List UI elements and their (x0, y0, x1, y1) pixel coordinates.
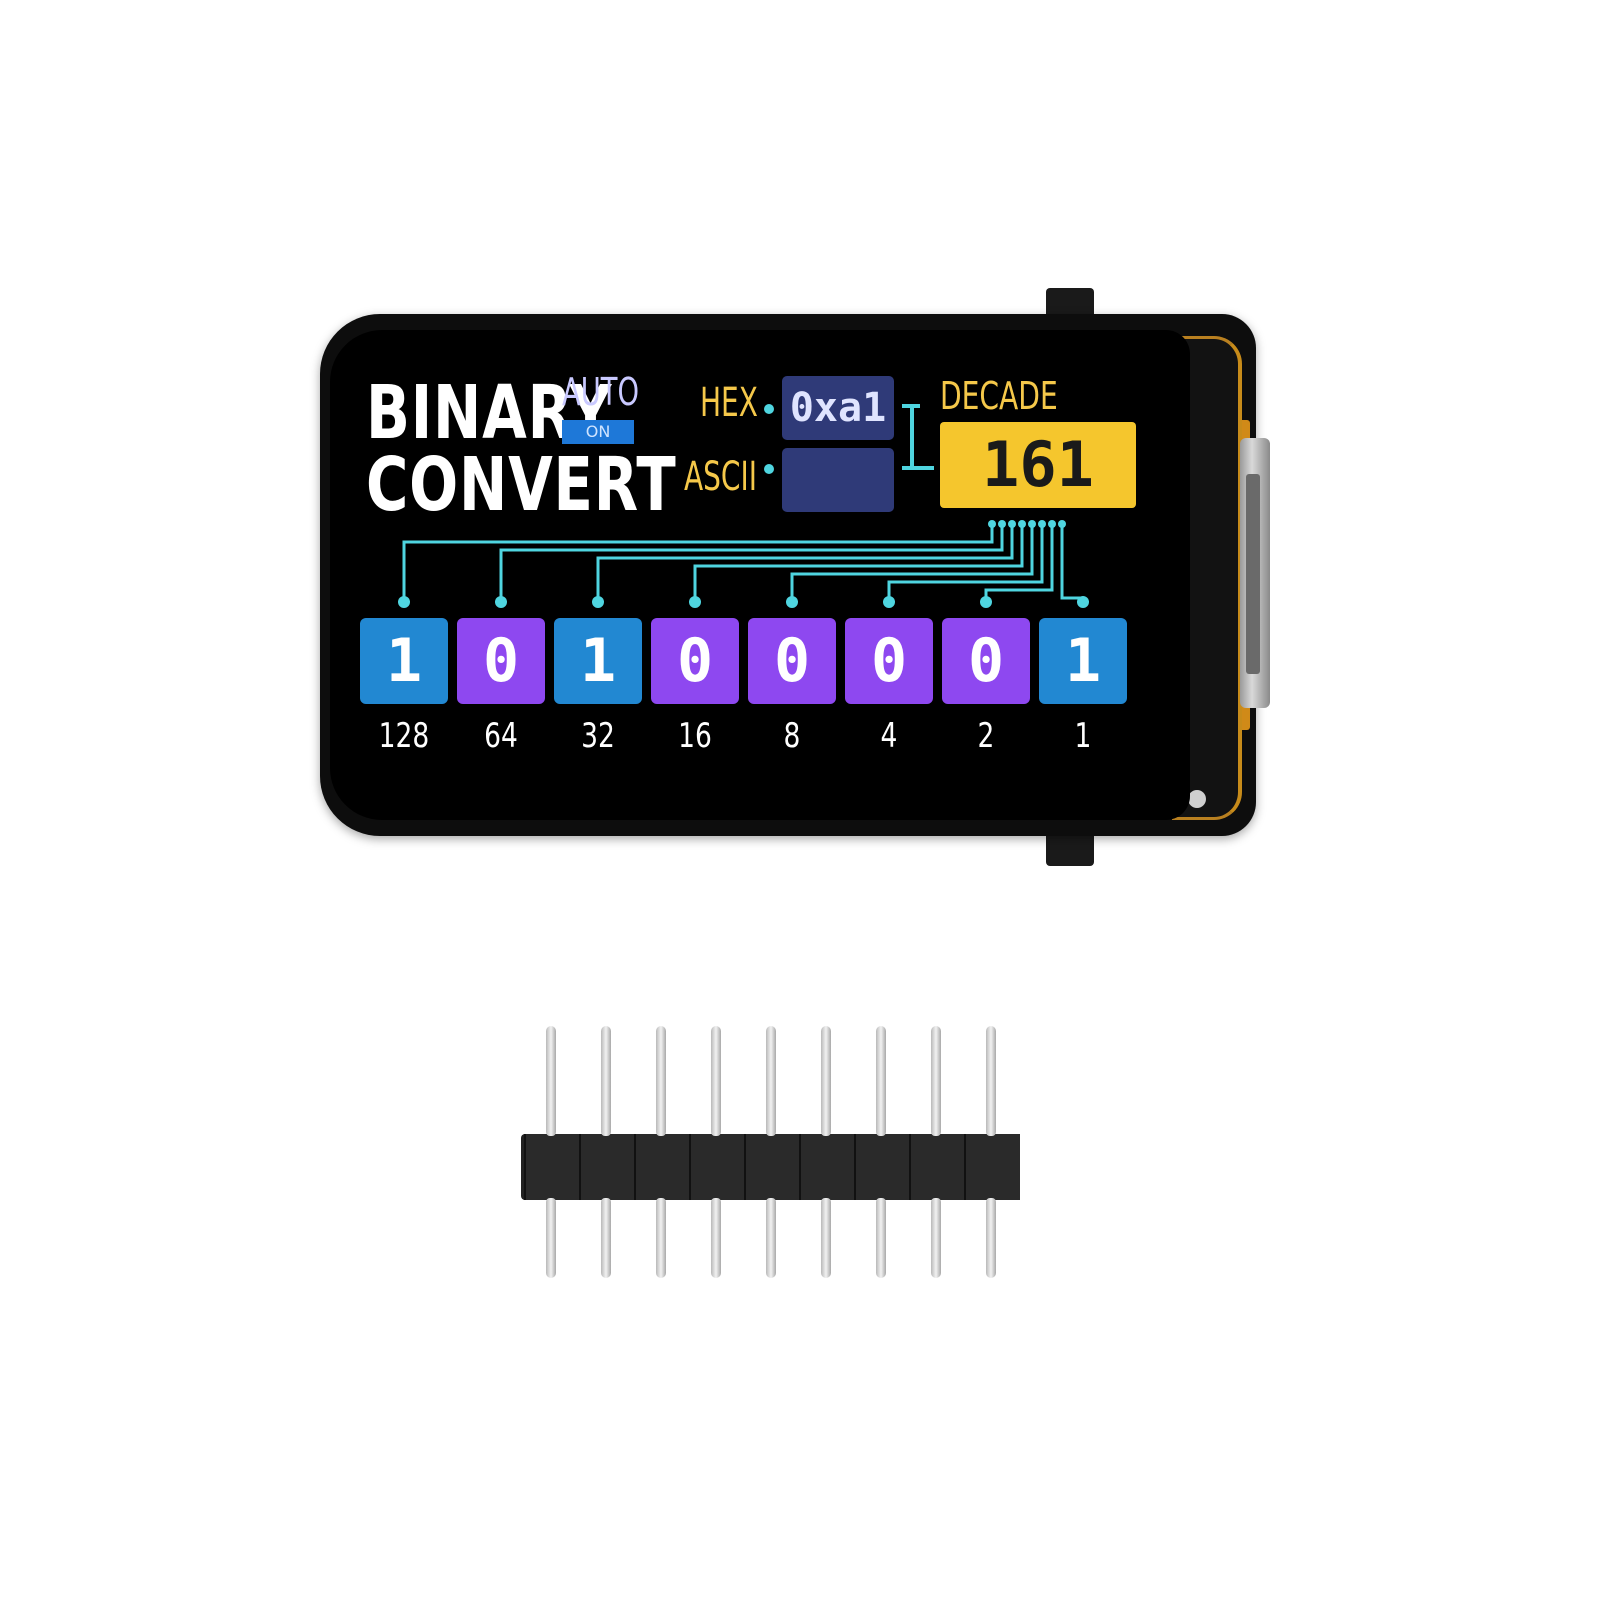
lcd-screen: BINARY CONVERT AUTO ON HEX 0xa1 ASCII DE… (330, 330, 1190, 820)
wire-dot-top-4 (1038, 520, 1046, 528)
header-pin-top (821, 1026, 831, 1136)
wire-dot-bottom-64 (495, 596, 507, 608)
wire-dot-bottom-1 (1077, 596, 1089, 608)
bit-box-64[interactable]: 0 (457, 618, 545, 704)
bit-weight-8: 8 (783, 716, 801, 756)
pin-header-segment (909, 1134, 965, 1200)
header-pin-top (656, 1026, 666, 1136)
wire-dot-top-64 (998, 520, 1006, 528)
bit-weight-4: 4 (880, 716, 898, 756)
bit-weight-16: 16 (678, 716, 712, 756)
pin-header-segment (524, 1134, 580, 1200)
wire-dot-top-16 (1018, 520, 1026, 528)
auto-on-badge[interactable]: ON (562, 420, 634, 444)
header-pin-top (711, 1026, 721, 1136)
header-pin-top (876, 1026, 886, 1136)
bit-box-32[interactable]: 1 (554, 618, 642, 704)
bit-box-2[interactable]: 0 (942, 618, 1030, 704)
wire-dot-bottom-16 (689, 596, 701, 608)
wire-diagram (398, 404, 1089, 608)
pin-header-segment (854, 1134, 910, 1200)
ascii-label: ASCII (684, 454, 757, 500)
pin-header-segment (744, 1134, 800, 1200)
usb-c-port-opening (1246, 474, 1260, 674)
wire-64 (499, 526, 1004, 600)
header-pin-bottom (876, 1198, 886, 1278)
header-pin-bottom (656, 1198, 666, 1278)
bit-box-128[interactable]: 1 (360, 618, 448, 704)
header-pin-top (601, 1026, 611, 1136)
auto-label: AUTO (562, 370, 639, 414)
wire-dot-top-32 (1008, 520, 1016, 528)
header-pin-bottom (766, 1198, 776, 1278)
hex-value-box: 0xa1 (782, 376, 894, 440)
pin-header-segment (689, 1134, 745, 1200)
ascii-connector-dot (764, 464, 774, 474)
bit-weight-32: 32 (581, 716, 615, 756)
bit-box-1[interactable]: 1 (1039, 618, 1127, 704)
wire-8 (790, 526, 1034, 600)
side-button-bottom[interactable] (1046, 830, 1094, 866)
wire-dot-bottom-4 (883, 596, 895, 608)
header-pin-bottom (711, 1198, 721, 1278)
wire-16 (693, 526, 1024, 600)
header-pin-bottom (986, 1198, 996, 1278)
wire-128 (402, 526, 994, 600)
wire-dot-bottom-128 (398, 596, 410, 608)
wire-dot-top-8 (1028, 520, 1036, 528)
header-pin-bottom (931, 1198, 941, 1278)
header-pin-top (986, 1026, 996, 1136)
wire-dot-top-2 (1048, 520, 1056, 528)
wire-dot-bottom-32 (592, 596, 604, 608)
decade-label: DECADE (940, 374, 1058, 418)
pin-header-segment (964, 1134, 1020, 1200)
wire-dot-top-1 (1058, 520, 1066, 528)
title-convert: CONVERT (366, 442, 677, 528)
decade-value-box: 161 (940, 422, 1136, 508)
mounting-hole (1188, 790, 1206, 808)
wire-dot-bottom-8 (786, 596, 798, 608)
hex-label: HEX (700, 380, 758, 426)
ascii-value-box (782, 448, 894, 512)
bit-box-16[interactable]: 0 (651, 618, 739, 704)
bit-weight-1: 1 (1074, 716, 1092, 756)
wire-1 (1060, 526, 1085, 600)
wire-dot-top-128 (988, 520, 996, 528)
header-pin-top (766, 1026, 776, 1136)
bit-weight-128: 128 (378, 716, 430, 756)
wire-dot-bottom-2 (980, 596, 992, 608)
wire-2 (984, 526, 1054, 600)
header-pin-top (546, 1026, 556, 1136)
pin-header-segment (579, 1134, 635, 1200)
header-pin-bottom (821, 1198, 831, 1278)
bit-weight-64: 64 (484, 716, 518, 756)
header-pin-bottom (601, 1198, 611, 1278)
hex-connector-dot (764, 404, 774, 414)
bit-box-8[interactable]: 0 (748, 618, 836, 704)
wire-4 (887, 526, 1044, 600)
bit-box-4[interactable]: 0 (845, 618, 933, 704)
bit-weight-2: 2 (977, 716, 995, 756)
pin-header-segment (799, 1134, 855, 1200)
pin-header-segment (634, 1134, 690, 1200)
header-pin-top (931, 1026, 941, 1136)
header-pin-bottom (546, 1198, 556, 1278)
wire-32 (596, 526, 1014, 600)
